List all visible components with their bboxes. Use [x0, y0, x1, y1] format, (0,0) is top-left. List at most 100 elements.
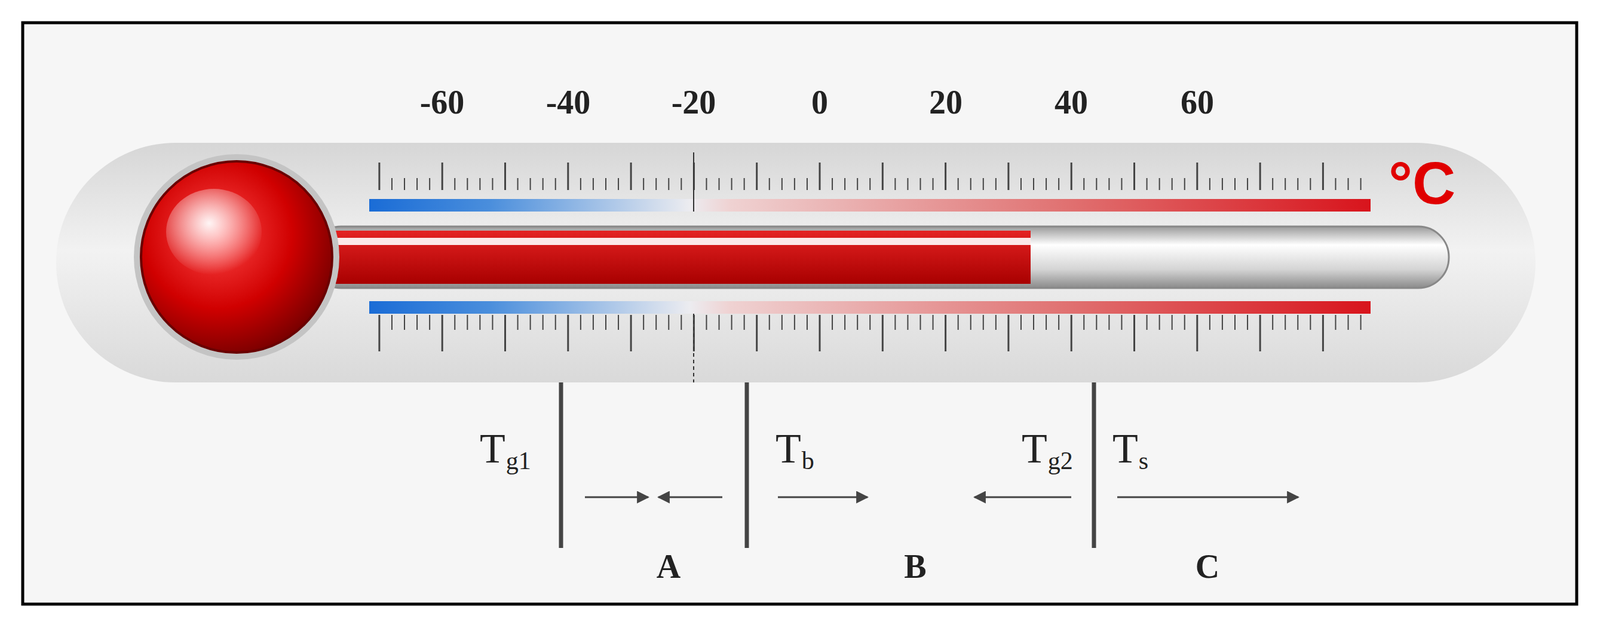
tick-mark: [970, 314, 972, 330]
tick-mark: [768, 178, 771, 190]
bulb-ring: [133, 154, 340, 360]
tick-mark: [1334, 314, 1336, 330]
tick-mark: [617, 314, 619, 330]
tick-mark: [731, 178, 733, 190]
tick-mark: [378, 314, 380, 352]
tick-mark: [1146, 314, 1148, 330]
color-bar: [369, 198, 1371, 212]
direction-arrow: [584, 496, 649, 499]
bulb-highlight: [166, 188, 262, 275]
tube-highlight: [322, 237, 1031, 245]
tick-mark: [919, 314, 921, 330]
tick-mark: [1033, 178, 1035, 190]
tick-mark: [970, 178, 972, 190]
scale-number: 0: [811, 85, 829, 119]
tick-mark: [1209, 178, 1211, 190]
tick-mark: [1234, 314, 1236, 330]
tick-mark: [479, 178, 481, 190]
tick-mark: [479, 314, 481, 330]
tick-mark: [1322, 314, 1324, 352]
tick-mark: [605, 314, 607, 330]
tick-mark: [906, 314, 909, 330]
tick-mark: [1259, 314, 1262, 352]
thermometer-bulb: [141, 161, 333, 353]
transition-line: [1092, 382, 1097, 548]
tick-mark: [416, 178, 418, 190]
scale-number: -40: [546, 85, 591, 119]
tick-mark: [605, 178, 607, 190]
tick-mark: [466, 178, 468, 190]
tick-mark: [1297, 178, 1299, 190]
tick-mark: [655, 314, 657, 330]
tick-mark: [1347, 314, 1350, 330]
tick-mark: [592, 314, 594, 330]
tick-mark: [517, 178, 519, 190]
tick-mark: [1360, 314, 1362, 330]
tick-mark: [592, 178, 594, 190]
tick-mark: [504, 162, 507, 190]
tick-mark: [504, 314, 507, 352]
tick-mark: [1020, 314, 1022, 330]
temperature-symbol: T: [479, 427, 506, 470]
tick-mark: [580, 178, 582, 190]
tick-mark: [819, 314, 821, 352]
tick-mark: [919, 178, 921, 190]
tick-mark: [1284, 314, 1286, 330]
temperature-subscript: g2: [1047, 448, 1074, 474]
tick-mark: [869, 178, 871, 190]
tick-mark: [1221, 178, 1224, 190]
tick-mark: [1058, 314, 1060, 330]
tick-mark: [1070, 162, 1073, 190]
temperature-symbol: T: [1021, 427, 1048, 470]
tick-mark: [831, 314, 833, 330]
tick-mark: [1007, 314, 1010, 352]
frame: [22, 22, 1577, 605]
tick-mark: [542, 314, 544, 330]
tick-mark: [1209, 314, 1211, 330]
tick-mark: [391, 178, 393, 190]
tick-mark: [680, 314, 682, 330]
temperature-subscript: b: [801, 448, 815, 474]
tick-mark: [1045, 178, 1047, 190]
tick-mark: [416, 314, 418, 330]
tick-mark: [630, 314, 633, 352]
direction-arrow: [777, 496, 868, 499]
tick-mark: [1246, 178, 1249, 190]
tick-mark: [1083, 178, 1085, 190]
tick-mark: [1070, 314, 1073, 352]
tick-mark: [894, 178, 896, 190]
tick-mark: [856, 314, 858, 330]
direction-arrow: [1117, 496, 1299, 499]
region-letter: A: [656, 549, 681, 584]
tick-mark: [454, 314, 456, 330]
direction-arrow: [658, 496, 723, 499]
scale-number: -20: [671, 85, 717, 119]
scale-number: -60: [420, 85, 465, 119]
tick-mark: [957, 178, 959, 190]
tick-mark: [466, 314, 468, 330]
tick-mark: [1184, 178, 1186, 190]
tick-mark: [982, 314, 985, 330]
scale-ticks: [379, 162, 1362, 352]
tick-mark: [630, 162, 633, 190]
tick-mark: [566, 314, 569, 352]
tick-mark: [844, 178, 846, 190]
tick-mark: [906, 178, 909, 190]
mercury-column: [310, 230, 1031, 284]
tick-mark: [391, 314, 393, 330]
direction-arrow: [974, 496, 1072, 499]
tick-mark: [1171, 314, 1173, 330]
scale-number: 40: [1054, 85, 1088, 119]
tick-mark: [1196, 314, 1198, 352]
tick-mark: [1120, 178, 1123, 190]
tick-mark: [667, 178, 670, 190]
tick-mark: [1259, 162, 1262, 190]
tick-mark: [932, 314, 934, 330]
tick-mark: [566, 162, 569, 190]
tick-mark: [1309, 178, 1311, 190]
tick-mark: [718, 314, 720, 330]
tick-mark: [1133, 162, 1136, 190]
tick-mark: [1171, 178, 1173, 190]
